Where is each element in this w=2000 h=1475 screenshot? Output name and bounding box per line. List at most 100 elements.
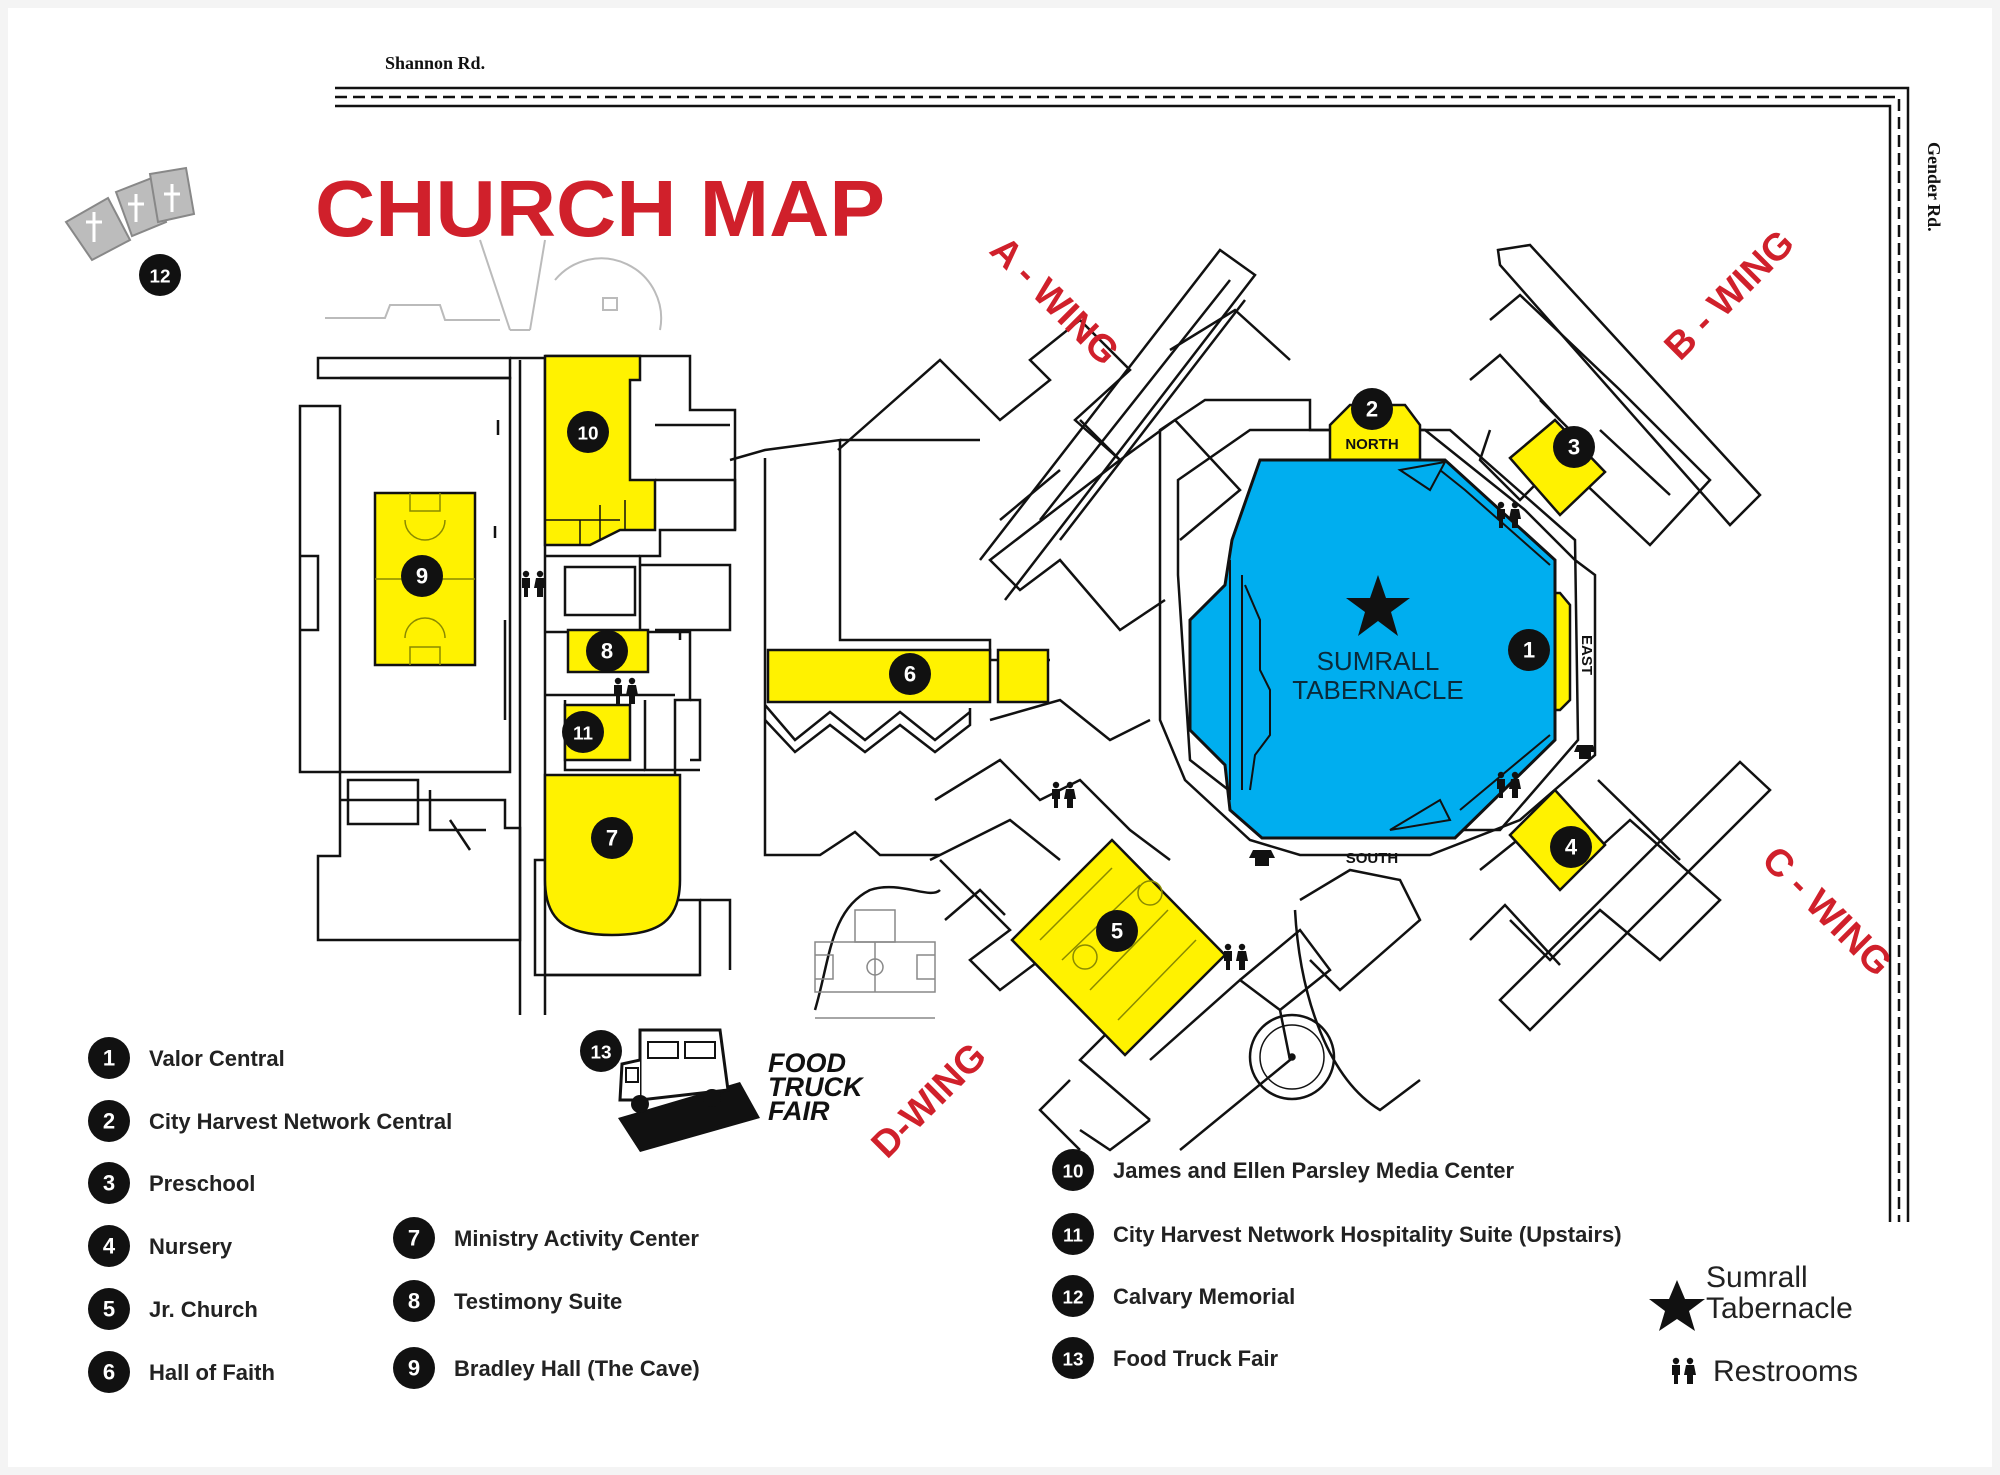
map-marker-8-circle — [586, 630, 628, 672]
page-title: CHURCH MAP — [315, 164, 885, 253]
legend-label: Ministry Activity Center — [454, 1226, 699, 1251]
map-marker-8: 8 — [586, 630, 628, 672]
map-marker-12: 12 — [139, 254, 181, 296]
map-marker-11-number: 11 — [573, 724, 593, 745]
map-marker-3: 3 — [1553, 426, 1595, 468]
map-marker-8-number: 8 — [601, 639, 613, 664]
legend-marker-number: 8 — [408, 1289, 420, 1314]
map-marker-5: 5 — [1096, 910, 1138, 952]
map-marker-13-number: 13 — [590, 1043, 611, 1064]
direction-south: SOUTH — [1346, 850, 1399, 867]
road-label-gender: Gender Rd. — [1924, 142, 1944, 232]
map-marker-12-circle — [139, 254, 181, 296]
food-truck-line2: TRUCK — [768, 1072, 865, 1102]
area-media-center — [543, 354, 657, 547]
legend-item: 8 Testimony Suite — [393, 1280, 622, 1322]
legend-marker: 2 — [88, 1100, 130, 1142]
map-marker-1: 1 — [1508, 629, 1550, 671]
map-marker-9-circle — [401, 555, 443, 597]
food-truck-line3: FAIR — [768, 1096, 830, 1126]
area-hall-of-faith-annex — [996, 648, 1050, 704]
calvary-memorial-icon — [64, 166, 196, 262]
map-marker-10-circle — [567, 411, 609, 453]
legend-marker-circle — [88, 1225, 130, 1267]
map-marker-12-number: 12 — [149, 267, 170, 288]
legend-item: 12 Calvary Memorial — [1052, 1275, 1295, 1317]
legend-item: 5 Jr. Church — [88, 1288, 258, 1330]
legend-label: Preschool — [149, 1171, 255, 1196]
map-marker-11-circle — [562, 711, 604, 753]
legend-marker: 8 — [393, 1280, 435, 1322]
legend-label: Nursery — [149, 1234, 233, 1259]
map-marker-10: 10 — [567, 411, 609, 453]
legend-marker-number: 11 — [1063, 1226, 1083, 1247]
legend-label: Hall of Faith — [149, 1360, 275, 1385]
legend-label: City Harvest Network Central — [149, 1109, 452, 1134]
legend-marker-circle — [1052, 1149, 1094, 1191]
legend-marker: 12 — [1052, 1275, 1094, 1317]
map-marker-6: 6 — [889, 653, 931, 695]
legend-marker-circle — [88, 1351, 130, 1393]
map-marker-3-number: 3 — [1568, 435, 1580, 460]
legend-label: Valor Central — [149, 1046, 285, 1071]
map-phone-icons — [1249, 745, 1596, 866]
legend-label: Jr. Church — [149, 1297, 258, 1322]
map-marker-11: 11 — [562, 711, 604, 753]
legend-label: Calvary Memorial — [1113, 1284, 1295, 1309]
legend-marker-circle — [1052, 1213, 1094, 1255]
map-marker-5-number: 5 — [1111, 919, 1123, 944]
legend-marker-circle — [393, 1280, 435, 1322]
legend-item: 9 Bradley Hall (The Cave) — [393, 1347, 700, 1389]
legend-marker-circle — [393, 1217, 435, 1259]
legend-marker-number: 6 — [103, 1360, 115, 1385]
legend-marker-number: 13 — [1062, 1350, 1083, 1371]
legend-label: Testimony Suite — [454, 1289, 622, 1314]
legend: 1 Valor Central 2 City Harvest Network Cent… — [88, 1037, 1622, 1393]
map-marker-3-circle — [1553, 426, 1595, 468]
legend-marker-circle — [393, 1347, 435, 1389]
road-label-shannon: Shannon Rd. — [385, 53, 485, 73]
tabernacle-label-line1: SUMRALL — [1317, 646, 1440, 676]
key-star-line2: Tabernacle — [1706, 1292, 1853, 1325]
legend-marker: 7 — [393, 1217, 435, 1259]
food-truck-line1: FOOD — [768, 1048, 846, 1078]
legend-marker: 13 — [1052, 1337, 1094, 1379]
map-key: Sumrall Tabernacle Restrooms — [1649, 1261, 1858, 1388]
legend-marker: 9 — [393, 1347, 435, 1389]
phone-icon — [1574, 745, 1596, 759]
legend-marker-number: 12 — [1062, 1288, 1083, 1309]
map-marker-9: 9 — [401, 555, 443, 597]
legend-marker-circle — [88, 1100, 130, 1142]
legend-marker: 6 — [88, 1351, 130, 1393]
legend-marker: 4 — [88, 1225, 130, 1267]
legend-item: 1 Valor Central — [88, 1037, 285, 1079]
map-marker-7: 7 — [591, 817, 633, 859]
legend-label: Bradley Hall (The Cave) — [454, 1356, 700, 1381]
map-marker-13: 13 — [580, 1030, 622, 1072]
map-marker-9-number: 9 — [416, 564, 428, 589]
map-marker-13-circle — [580, 1030, 622, 1072]
tabernacle-star-icon — [1346, 575, 1410, 636]
legend-marker-number: 1 — [103, 1046, 115, 1071]
legend-marker-number: 2 — [103, 1109, 115, 1134]
area-sumrall-tabernacle — [1188, 458, 1557, 840]
phone-icon — [1249, 850, 1275, 866]
legend-marker-circle — [1052, 1337, 1094, 1379]
legend-marker-circle — [1052, 1275, 1094, 1317]
map-marker-1-number: 1 — [1523, 638, 1535, 663]
map-marker-6-number: 6 — [904, 662, 916, 687]
legend-item: 7 Ministry Activity Center — [393, 1217, 699, 1259]
legend-item: 4 Nursery — [88, 1225, 233, 1267]
map-marker-2: 2 — [1351, 388, 1393, 430]
legend-marker-number: 7 — [408, 1226, 420, 1251]
legend-marker: 5 — [88, 1288, 130, 1330]
area-hall-of-faith — [766, 648, 992, 704]
map-marker-4: 4 — [1550, 826, 1592, 868]
legend-marker: 11 — [1052, 1213, 1094, 1255]
key-restrooms-label: Restrooms — [1713, 1355, 1858, 1388]
map-marker-2-circle — [1351, 388, 1393, 430]
